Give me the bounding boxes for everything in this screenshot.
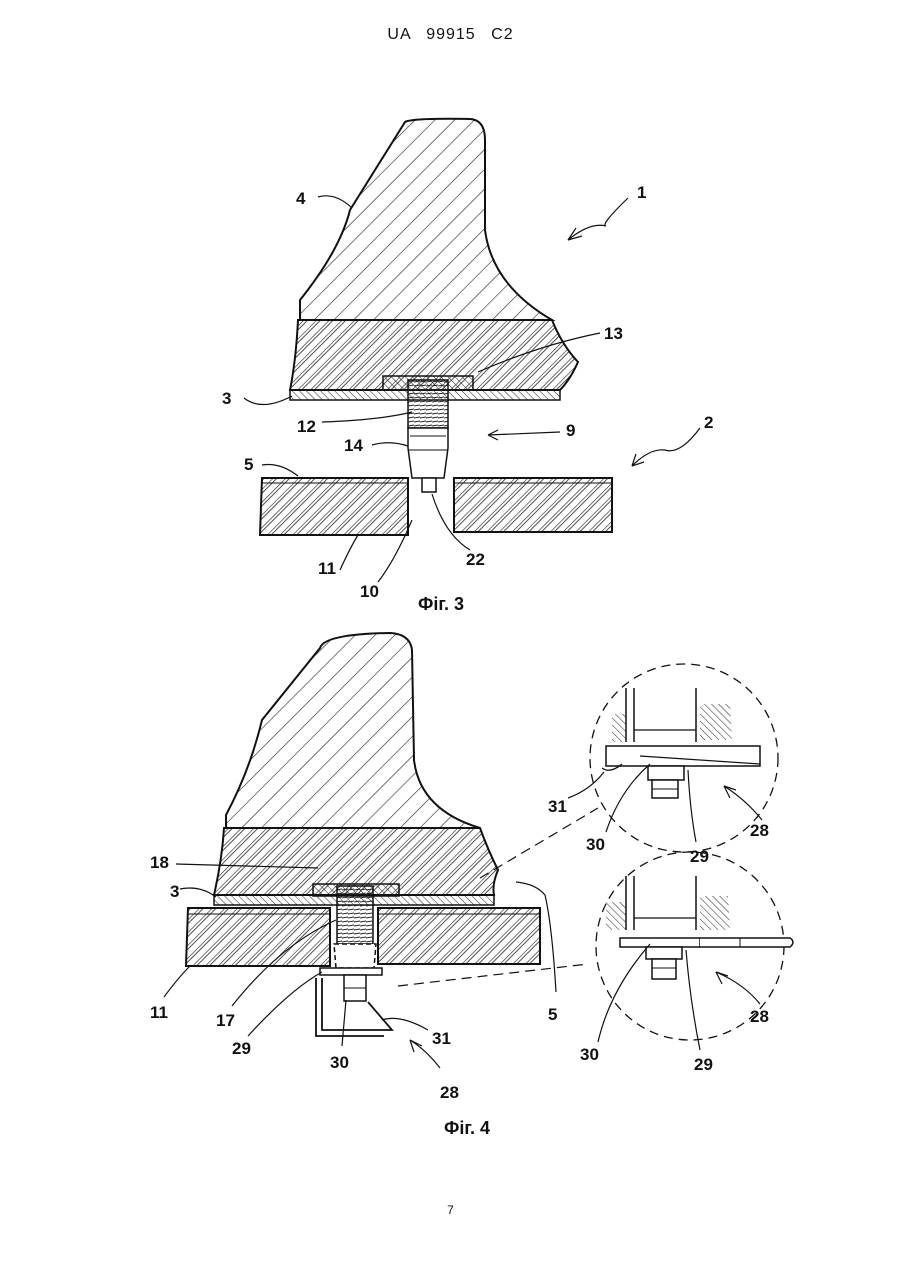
fig4-tooth-body — [226, 633, 480, 828]
fig4-label-17: 17 — [216, 1011, 235, 1030]
fig3-label-10: 10 — [360, 582, 379, 601]
fig4-lower-plate-left — [186, 908, 330, 966]
fig4-detail-top-label-30: 30 — [586, 835, 605, 854]
fig3-label-12: 12 — [297, 417, 316, 436]
page-number: 7 — [0, 1203, 901, 1217]
fig4-label-29: 29 — [232, 1039, 251, 1058]
fig4-label-11: 11 — [150, 1003, 168, 1022]
fig3-tip-22 — [422, 478, 436, 492]
fig4-detail-bottom-label-29: 29 — [694, 1055, 713, 1074]
fig4-detail-bottom: 30 29 28 — [580, 852, 793, 1074]
fig4-label-30: 30 — [330, 1053, 349, 1072]
figure-4: 18 3 11 17 29 30 31 28 5 Фіг. 4 — [150, 633, 793, 1138]
fig3-label-9: 9 — [566, 421, 575, 440]
fig4-label-3: 3 — [170, 882, 179, 901]
fig4-label-18: 18 — [150, 853, 169, 872]
fig4-caption: Фіг. 4 — [444, 1118, 490, 1138]
figure-3: 1 4 13 3 12 9 2 14 5 22 11 10 Фіг. 3 — [222, 119, 713, 614]
fig3-lower-plate-right — [454, 478, 612, 532]
fig4-bolt-shank — [334, 944, 376, 968]
fig4-label-31: 31 — [432, 1029, 451, 1048]
fig4-detail-top-label-28: 28 — [750, 821, 769, 840]
fig4-detail-top: 31 30 29 28 — [548, 664, 778, 866]
fig4-detail-bottom-label-30: 30 — [580, 1045, 599, 1064]
fig3-label-2: 2 — [704, 413, 713, 432]
fig3-label-14: 14 — [344, 436, 363, 455]
fig3-label-5: 5 — [244, 455, 253, 474]
fig4-detail-top-label-29: 29 — [690, 847, 709, 866]
fig3-caption: Фіг. 3 — [418, 594, 464, 614]
fig4-lower-plate-right — [378, 908, 540, 964]
fig3-label-3: 3 — [222, 389, 231, 408]
fig4-label-5: 5 — [548, 1005, 557, 1024]
fig3-label-13: 13 — [604, 324, 623, 343]
fig4-label-28: 28 — [440, 1083, 459, 1102]
fig3-lower-plate — [260, 478, 408, 535]
fig3-label-4: 4 — [296, 189, 306, 208]
fig3-label-22: 22 — [466, 550, 485, 569]
fig3-bolt-thread — [408, 380, 448, 428]
fig4-bolt-thread — [337, 886, 373, 944]
fig3-label-11: 11 — [318, 559, 336, 578]
fig4-washer-29 — [320, 968, 382, 975]
fig3-label-1: 1 — [637, 183, 646, 202]
fig4-detail-bottom-label-28: 28 — [750, 1007, 769, 1026]
fig3-part-4 — [300, 119, 552, 320]
fig4-detail-top-label-31: 31 — [548, 797, 567, 816]
